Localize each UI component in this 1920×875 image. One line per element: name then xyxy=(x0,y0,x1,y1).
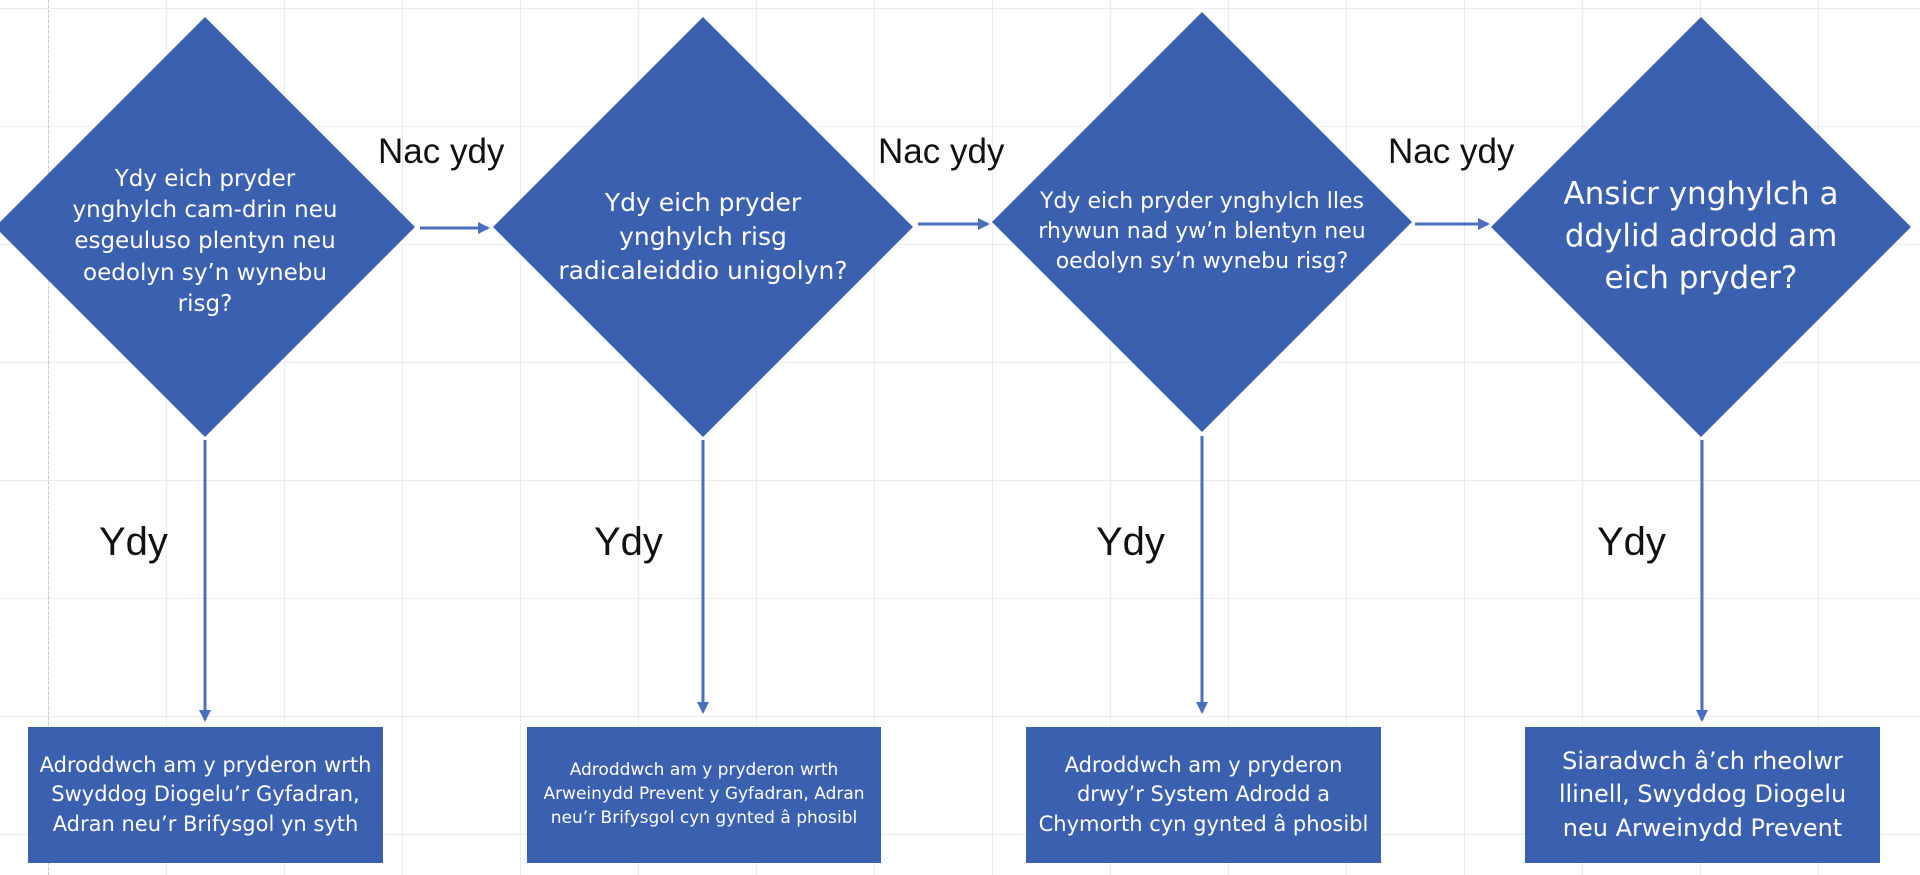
decision-2-text: Ydy eich pryder ynghylch risg radicaleid… xyxy=(558,188,848,285)
decision-1-text: Ydy eich pryder ynghylch cam-drin neu es… xyxy=(72,166,338,317)
outcome-box-4: Siaradwch â’ch rheolwr llinell, Swyddog … xyxy=(1525,727,1880,863)
decision-4: Ansicr ynghylch a ddylid adrodd am eich … xyxy=(1491,17,1911,437)
outcome-box-1: Adroddwch am y pryderon wrth Swyddog Dio… xyxy=(28,727,383,863)
decision-1: Ydy eich pryder ynghylch cam-drin neu es… xyxy=(0,17,415,437)
yes-label-2: Ydy xyxy=(594,520,663,564)
decision-2: Ydy eich pryder ynghylch risg radicaleid… xyxy=(493,17,913,437)
decision-4-text: Ansicr ynghylch a ddylid adrodd am eich … xyxy=(1563,176,1839,296)
page-guide-line xyxy=(48,0,49,875)
decision-3-text: Ydy eich pryder ynghylch lles rhywun nad… xyxy=(1038,189,1366,274)
outcome-box-2: Adroddwch am y pryderon wrth Arweinydd P… xyxy=(527,727,881,863)
no-label-3: Nac ydy xyxy=(1388,132,1515,171)
decision-3: Ydy eich pryder ynghylch lles rhywun nad… xyxy=(992,12,1412,432)
yes-label-4: Ydy xyxy=(1597,520,1666,564)
no-label-2: Nac ydy xyxy=(878,132,1005,171)
yes-label-1: Ydy xyxy=(99,520,168,564)
outcome-box-3: Adroddwch am y pryderon drwy’r System Ad… xyxy=(1026,727,1381,863)
no-label-1: Nac ydy xyxy=(378,132,505,171)
yes-label-3: Ydy xyxy=(1096,520,1165,564)
